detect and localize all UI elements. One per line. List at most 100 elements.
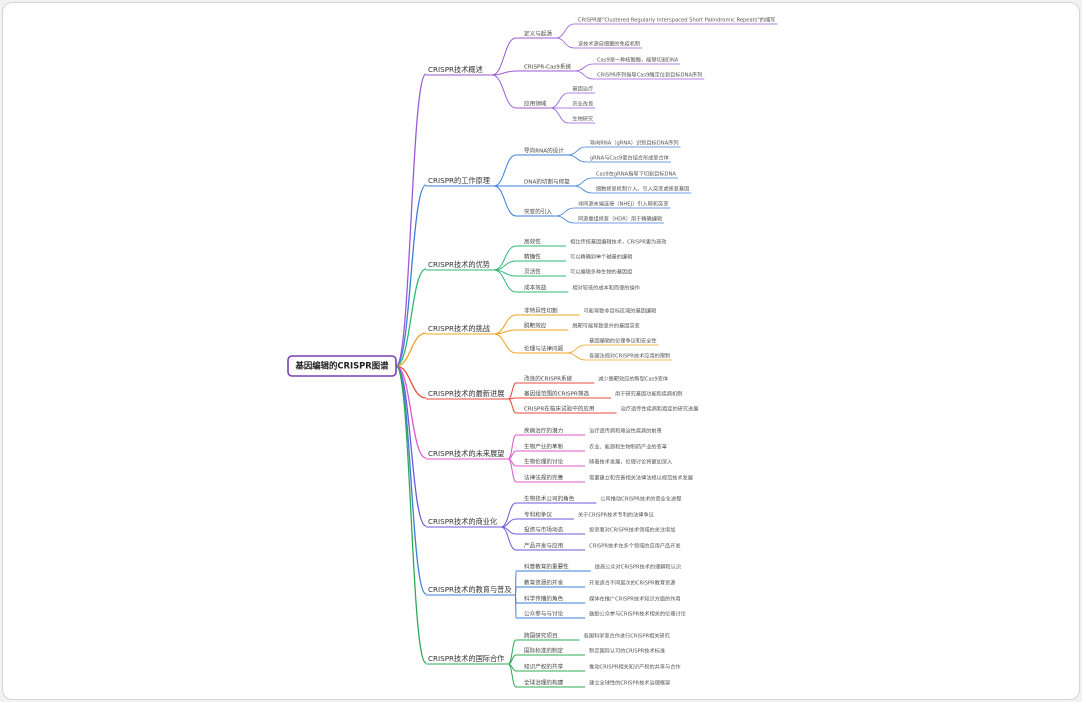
subtopic-node-2-3[interactable]: 成本效益 <box>524 284 547 292</box>
subtopic-node-6-3[interactable]: 产品开发与应用 <box>524 542 563 550</box>
root-link-7 <box>395 365 427 595</box>
subtopic-node-4-1[interactable]: 基因组范围的CRISPR筛选 <box>524 390 589 398</box>
leaf-node-2-3-0[interactable]: 相对较低的成本和简便的操作 <box>572 284 639 292</box>
leaf-node-5-0-0[interactable]: 治疗遗传病和难治性疾病的前景 <box>589 427 662 435</box>
leaf-node-5-1-0[interactable]: 农业、能源和生物制药产业的变革 <box>589 443 667 451</box>
subtopic-node-1-2[interactable]: 突变的引入 <box>524 208 552 216</box>
subtopic-node-8-3[interactable]: 全球治理的构建 <box>524 679 564 687</box>
subtopic-node-3-1[interactable]: 脱靶效应 <box>524 322 547 330</box>
branch-3-link-0 <box>493 314 517 335</box>
leaf-node-1-2-1[interactable]: 同源重组修复（HDR）用于精确编辑 <box>578 215 662 223</box>
leaf-link-1-2-1 <box>555 215 574 224</box>
leaf-node-1-1-0[interactable]: Cas9在gRNA指导下切割目标DNA <box>596 170 677 178</box>
subtopic-node-5-1[interactable]: 生物产业的革新 <box>524 443 564 451</box>
branch-node-8[interactable]: CRISPR技术的国际合作 <box>428 654 504 663</box>
subtopic-node-3-0[interactable]: 非特异性切割 <box>524 307 558 315</box>
subtopic-node-7-2[interactable]: 科学传播的角色 <box>524 595 564 603</box>
leaf-node-0-2-2[interactable]: 生物研究 <box>572 115 593 123</box>
leaf-node-1-1-1[interactable]: 细胞修复机制介入，引入突变或修复基因 <box>596 185 689 193</box>
leaf-node-3-1-0[interactable]: 脱靶可能导致意外的基因突变 <box>572 322 639 330</box>
leaf-node-1-0-0[interactable]: 导向RNA（gRNA）识别目标DNA序列 <box>590 139 679 147</box>
leaf-node-8-2-0[interactable]: 推动CRISPR相关知识产权的共享与合作 <box>589 663 680 671</box>
leaf-node-8-0-0[interactable]: 各国科学家合作进行CRISPR相关研究 <box>584 632 670 640</box>
subtopic-node-2-1[interactable]: 精确性 <box>524 253 541 261</box>
subtopic-node-5-2[interactable]: 生物伦理的讨论 <box>524 458 564 466</box>
branch-node-7[interactable]: CRISPR技术的教育与普及 <box>428 585 512 594</box>
subtopic-node-3-2[interactable]: 伦理与法律问题 <box>524 345 564 353</box>
branch-1-link-0 <box>493 154 517 187</box>
leaf-node-6-2-0[interactable]: 投资者对CRISPR技术领域的关注增加 <box>589 526 675 534</box>
leaf-node-0-2-1[interactable]: 农业改良 <box>572 100 593 108</box>
subtopic-node-7-3[interactable]: 公众参与与讨论 <box>524 610 564 618</box>
leaf-node-7-2-0[interactable]: 媒体在推广CRISPR技术知识方面的作用 <box>589 595 680 603</box>
subtopic-node-6-1[interactable]: 专利和争议 <box>524 511 552 519</box>
subtopic-node-7-1[interactable]: 教育资源的开发 <box>524 579 564 587</box>
leaf-node-4-2-0[interactable]: 治疗遗传性疾病和癌症的研究进展 <box>621 405 699 413</box>
branch-4-link-0 <box>508 382 517 400</box>
leaf-node-1-0-1[interactable]: gRNA与Cas9蛋白结合形成复合体 <box>590 154 670 162</box>
leaf-link-0-1-1 <box>575 70 594 80</box>
branch-node-2[interactable]: CRISPR技术的优势 <box>428 260 490 269</box>
leaf-node-0-2-0[interactable]: 基因治疗 <box>572 85 593 93</box>
leaf-node-0-0-1[interactable]: 该技术源自细菌的免疫机制 <box>578 40 640 48</box>
leaf-link-1-1-1 <box>573 185 592 194</box>
branch-0-link-0 <box>491 37 517 76</box>
subtopic-node-0-1[interactable]: CRISPR-Cas9系统 <box>524 63 571 71</box>
root-node[interactable] <box>287 355 397 377</box>
branch-3-link-1 <box>493 329 517 335</box>
branch-node-0[interactable]: CRISPR技术概述 <box>428 65 483 74</box>
subtopic-node-1-1[interactable]: DNA的切割与修复 <box>524 178 570 186</box>
subtopic-node-4-2[interactable]: CRISPR在临床试验中的应用 <box>524 405 595 413</box>
branch-node-5[interactable]: CRISPR技术的未来展望 <box>428 449 504 458</box>
subtopic-node-8-1[interactable]: 国际标准的制定 <box>524 647 564 655</box>
subtopic-node-8-0[interactable]: 跨国研究项目 <box>524 632 558 640</box>
subtopic-node-0-2[interactable]: 应用领域 <box>524 100 547 108</box>
leaf-node-4-0-0[interactable]: 减少脱靶效应的新型Cas9变体 <box>598 375 669 383</box>
root-link-5 <box>395 365 427 459</box>
leaf-node-0-1-0[interactable]: Cas9是一种核酸酶，能够切割DNA <box>597 56 679 64</box>
leaf-node-6-3-0[interactable]: CRISPR技术在多个领域的应用产品开发 <box>589 542 680 550</box>
leaf-node-4-1-0[interactable]: 用于研究基因功能和疾病机制 <box>615 390 682 398</box>
leaf-node-6-0-0[interactable]: 公司推动CRISPR技术的商业化进程 <box>600 495 681 503</box>
subtopic-node-2-0[interactable]: 高效性 <box>524 238 541 246</box>
leaf-node-2-2-0[interactable]: 可以编辑多种生物的基因组 <box>570 268 632 276</box>
leaf-node-5-3-0[interactable]: 需要建立和完善相关法律法规以规范技术发展 <box>589 474 693 482</box>
branch-1-link-2 <box>493 185 517 217</box>
leaf-node-3-0-0[interactable]: 可能导致非目标区域的基因编辑 <box>584 307 657 315</box>
leaf-node-5-2-0[interactable]: 随着技术发展，伦理讨论将更加深入 <box>589 458 672 466</box>
leaf-node-7-0-0[interactable]: 提高公众对CRISPR技术的理解和认识 <box>595 563 681 571</box>
branch-node-3[interactable]: CRISPR技术的挑战 <box>428 324 490 333</box>
branch-5-link-3 <box>507 458 517 483</box>
root-node-label[interactable]: 基因编辑的CRISPR图谱 <box>295 361 390 371</box>
leaf-node-7-3-0[interactable]: 鼓励公众参与CRISPR技术相关的伦理讨论 <box>589 610 686 618</box>
leaf-node-8-3-0[interactable]: 建立全球性的CRISPR技术治理框架 <box>589 679 670 687</box>
root-link-2 <box>395 268 427 367</box>
branch-node-4[interactable]: CRISPR技术的最新进展 <box>428 389 504 398</box>
leaf-node-2-1-0[interactable]: 可以精确到单个碱基的编辑 <box>570 253 632 261</box>
subtopic-node-0-0[interactable]: 定义与起源 <box>524 30 552 38</box>
leaf-link-0-2-2 <box>550 107 569 124</box>
branch-node-6[interactable]: CRISPR技术的商业化 <box>428 517 497 526</box>
branch-8-link-3 <box>507 663 517 688</box>
leaf-node-7-1-0[interactable]: 开发适合不同层次的CRISPR教育资源 <box>589 579 676 587</box>
leaf-node-1-2-0[interactable]: 非同源末端连接（NHEJ）引入随机突变 <box>578 200 668 208</box>
leaf-node-0-1-1[interactable]: CRISPR序列指导Cas9酶定位到目标DNA序列 <box>597 71 702 79</box>
subtopic-node-6-2[interactable]: 投资与市场动态 <box>524 526 564 534</box>
leaf-node-3-2-0[interactable]: 基因编辑的伦理争议和安全性 <box>589 337 656 345</box>
leaf-node-2-0-0[interactable]: 相比传统基因编辑技术，CRISPR更为高效 <box>570 238 667 246</box>
leaf-node-8-1-0[interactable]: 制定国际认可的CRISPR技术标准 <box>589 647 665 655</box>
branch-2-link-3 <box>493 269 517 293</box>
branch-node-1[interactable]: CRISPR的工作原理 <box>428 176 490 185</box>
subtopic-node-7-0[interactable]: 科普教育的重要性 <box>524 563 569 571</box>
subtopic-node-4-0[interactable]: 改良的CRISPR系统 <box>524 375 573 383</box>
leaf-node-6-1-0[interactable]: 关于CRISPR技术专利的法律争议 <box>578 511 655 519</box>
leaf-node-0-0-0[interactable]: CRISPR是"Clustered Regularly Interspaced … <box>578 16 775 24</box>
subtopic-node-5-0[interactable]: 疾病治疗的潜力 <box>524 427 564 435</box>
subtopic-node-6-0[interactable]: 生物技术公司的角色 <box>524 495 575 503</box>
subtopic-node-1-0[interactable]: 导向RNA的设计 <box>524 147 564 155</box>
subtopic-node-5-3[interactable]: 法律法规的完善 <box>524 474 564 482</box>
leaf-node-3-2-1[interactable]: 各国法规对CRISPR技术应用的限制 <box>589 352 670 360</box>
subtopic-node-8-2[interactable]: 知识产权的共享 <box>524 663 564 671</box>
subtopic-node-2-2[interactable]: 灵活性 <box>524 268 541 276</box>
